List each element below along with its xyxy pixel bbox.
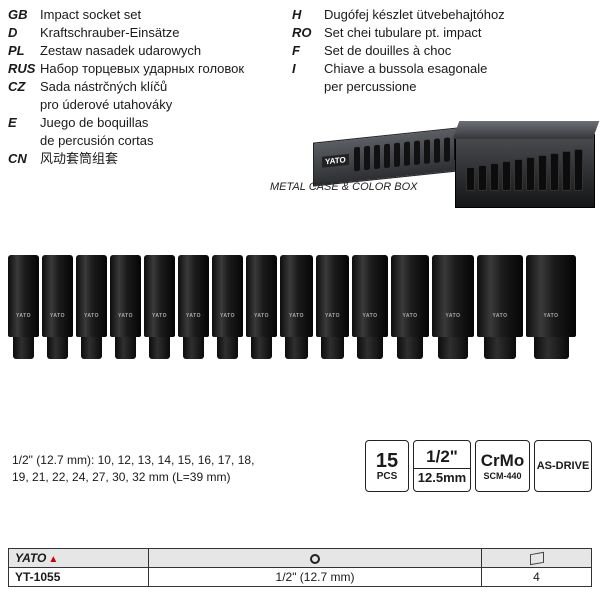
language-text: Impact socket set xyxy=(40,7,142,22)
socket-mark: YATO xyxy=(152,313,167,319)
language-text: Juego de boquillas de percusión cortas xyxy=(40,115,154,148)
spec-table-header: YATO▲ xyxy=(8,548,592,568)
socket-mark: YATO xyxy=(118,313,133,319)
socket-mark: YATO xyxy=(325,313,340,319)
socket-row: YATO YATO YATO YATO YATO YATO YATO YATO YATO YATO… xyxy=(8,255,593,365)
socket: YATO xyxy=(526,255,576,359)
socket: YATO xyxy=(42,255,73,359)
socket-mark: YATO xyxy=(362,313,378,319)
material-name: CrMo xyxy=(480,451,525,470)
socket: YATO xyxy=(432,255,474,359)
box-icon xyxy=(529,552,544,566)
socket: YATO xyxy=(212,255,243,359)
socket: YATO xyxy=(76,255,107,359)
product-qty: 4 xyxy=(481,567,592,587)
language-code: RUS xyxy=(8,61,36,76)
socket-icon xyxy=(310,553,320,564)
qty-column-header xyxy=(481,548,592,568)
socket: YATO xyxy=(280,255,313,359)
metal-case xyxy=(452,121,600,208)
socket: YATO xyxy=(110,255,141,359)
product-drive: 1/2" (12.7 mm) xyxy=(148,567,482,587)
language-text: Набор торцевых ударных головок xyxy=(40,61,245,76)
language-code: D xyxy=(8,25,18,40)
material-badge: CrMo SCM-440 xyxy=(475,440,530,492)
socket-mark: YATO xyxy=(402,313,418,319)
language-text: Chiave a bussola esagonale per percussio… xyxy=(324,61,488,94)
socket-mark: YATO xyxy=(220,313,235,319)
language-row: RO Set chei tubulare pt. impact xyxy=(292,24,592,42)
language-row: I Chiave a bussola esagonale per percussi… xyxy=(292,60,592,96)
table-row: YT-1055 1/2" (12.7 mm) 4 xyxy=(8,567,592,587)
language-text: Zestaw nasadek udarowych xyxy=(40,43,202,58)
spec-table: YATO▲ YT-1055 1/2" (12.7 mm) 4 xyxy=(8,548,592,587)
socket-mark: YATO xyxy=(50,313,65,319)
socket: YATO xyxy=(477,255,523,359)
language-text: Set de douilles à choc xyxy=(324,43,452,58)
language-text: Sada nástrčných klíčů pro úderové utahov… xyxy=(40,79,173,112)
language-code: H xyxy=(292,7,302,22)
drive-mm: 12.5mm xyxy=(417,470,467,485)
language-row: GB Impact socket set xyxy=(8,6,288,24)
material-grade: SCM-440 xyxy=(483,471,522,481)
language-code: CZ xyxy=(8,79,26,94)
socket: YATO xyxy=(316,255,349,359)
socket-sizes: 1/2" (12.7 mm): 10, 12, 13, 14, 15, 16, … xyxy=(12,453,255,484)
socket-mark: YATO xyxy=(16,313,31,319)
language-row: CZ Sada nástrčných klíčů pro úderové utah… xyxy=(8,78,288,114)
socket-mark: YATO xyxy=(254,313,269,319)
language-row: D Kraftschrauber-Einsätze xyxy=(8,24,288,42)
socket-mark: YATO xyxy=(289,313,304,319)
socket-mark: YATO xyxy=(543,313,559,319)
language-row: E Juego de boquillas de percusión cortas xyxy=(8,114,288,150)
as-drive-label: AS-DRIVE xyxy=(536,460,590,472)
socket: YATO xyxy=(8,255,39,359)
pieces-count: 15 xyxy=(375,449,399,472)
language-code: I xyxy=(292,61,296,76)
drive-size-badge: 1/2" 12.5mm xyxy=(413,440,471,492)
socket-column-header xyxy=(148,548,482,568)
language-text: Kraftschrauber-Einsätze xyxy=(40,25,180,40)
language-code: CN xyxy=(8,151,27,166)
language-row: F Set de douilles à choc xyxy=(292,42,592,60)
language-row: PL Zestaw nasadek udarowych xyxy=(8,42,288,60)
warning-triangle-icon: ▲ xyxy=(48,554,59,565)
pieces-label: PCS xyxy=(376,470,398,482)
language-text: Set chei tubulare pt. impact xyxy=(324,25,482,40)
language-code: GB xyxy=(8,7,28,22)
socket-mark: YATO xyxy=(186,313,201,319)
language-text: Dugófej készlet ütvebehajtóhoz xyxy=(324,7,505,22)
language-code: PL xyxy=(8,43,25,58)
product-code: YT-1055 xyxy=(8,567,149,587)
product-packaging-image: YATO xyxy=(305,112,600,212)
brand-logo: YATO▲ xyxy=(8,548,149,568)
as-drive-badge: AS-DRIVE xyxy=(534,440,592,492)
socket: YATO xyxy=(391,255,429,359)
language-row: RUS Набор торцевых ударных головок xyxy=(8,60,288,78)
language-code: E xyxy=(8,115,17,130)
pieces-badge: 15 PCS xyxy=(365,440,409,492)
language-row: H Dugófej készlet ütvebehajtóhoz xyxy=(292,6,592,24)
socket: YATO xyxy=(144,255,175,359)
socket: YATO xyxy=(352,255,388,359)
language-row: CN 风动套筒组套 xyxy=(8,150,288,168)
socket-mark: YATO xyxy=(84,313,99,319)
socket-mark: YATO xyxy=(492,313,508,319)
case-caption: METAL CASE & COLOR BOX xyxy=(270,181,418,193)
drive-inch: 1/2" xyxy=(426,447,458,466)
language-code: RO xyxy=(292,25,312,40)
box-logo: YATO xyxy=(322,153,349,168)
socket: YATO xyxy=(178,255,209,359)
socket-mark: YATO xyxy=(445,313,461,319)
language-text: 风动套筒组套 xyxy=(40,151,119,166)
socket: YATO xyxy=(246,255,277,359)
language-code: F xyxy=(292,43,300,58)
